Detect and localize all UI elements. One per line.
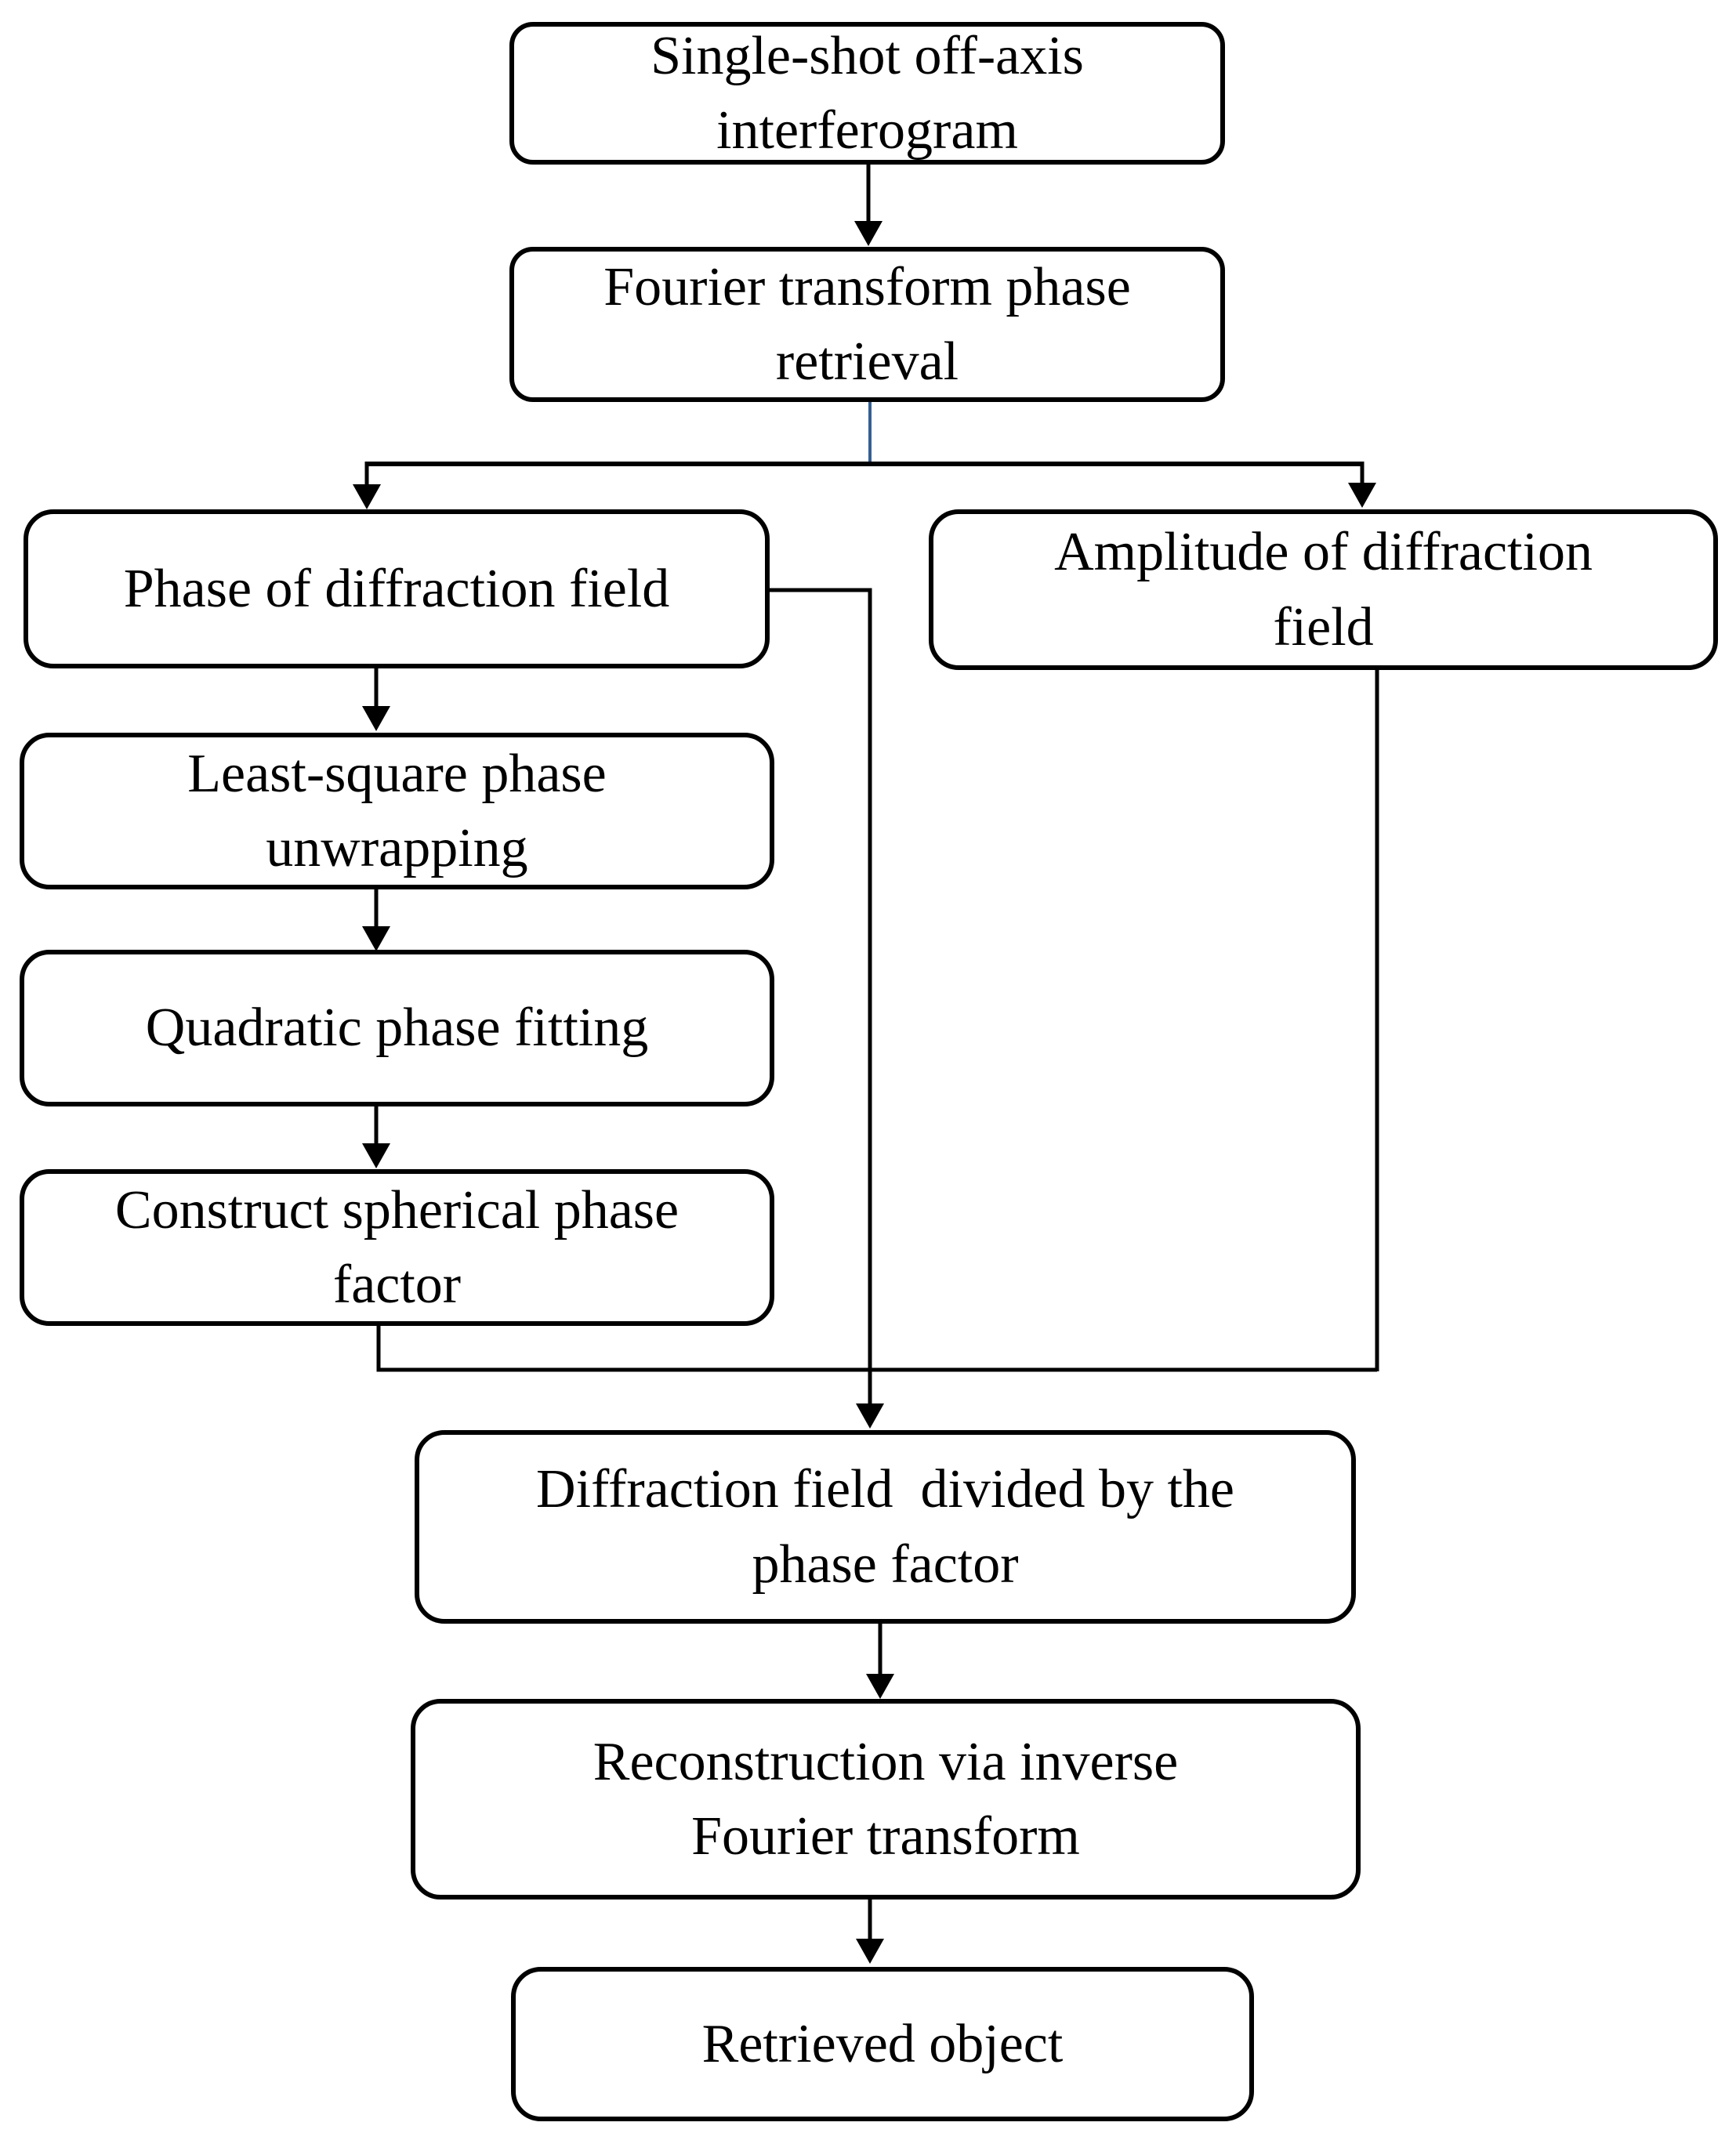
node-label: Least-square phase unwrapping	[187, 743, 607, 878]
arrow-phase-to-leastsquare	[362, 668, 390, 731]
node-label: Reconstruction via inverse Fourier trans…	[593, 1731, 1179, 1867]
connector-phase-to-divide	[770, 588, 884, 1429]
arrow-reconstruction-to-retrieved	[856, 1900, 884, 1964]
arrow-split-to-phase	[353, 462, 381, 509]
node-spherical-factor: Construct spherical phase factor	[20, 1169, 774, 1326]
node-label: Amplitude of diffraction field	[1054, 522, 1593, 657]
arrow-divide-to-reconstruction	[866, 1624, 894, 1699]
connector-spherical-merge	[376, 1326, 1377, 1372]
node-label: Single-shot off-axis interferogram	[651, 25, 1084, 161]
node-label: Retrieved object	[701, 2013, 1064, 2074]
node-quadratic-fitting: Quadratic phase fitting	[20, 950, 774, 1106]
node-retrieved-object: Retrieved object	[511, 1967, 1254, 2121]
node-interferogram: Single-shot off-axis interferogram	[509, 22, 1225, 165]
node-least-square: Least-square phase unwrapping	[20, 733, 774, 889]
node-phase-field: Phase of diffraction field	[24, 509, 770, 668]
node-label: Quadratic phase fitting	[145, 998, 649, 1059]
node-label: Diffraction field divided by the phase f…	[536, 1459, 1234, 1595]
arrow-split-to-amplitude	[1348, 462, 1376, 508]
node-label: Construct spherical phase factor	[114, 1179, 680, 1315]
node-label: Fourier transform phase retrieval	[603, 256, 1131, 392]
node-label: Phase of diffraction field	[123, 558, 670, 619]
arrow-quadratic-to-spherical	[362, 1106, 390, 1168]
node-ft-phase-retrieval: Fourier transform phase retrieval	[509, 247, 1225, 402]
node-divide-phase-factor: Diffraction field divided by the phase f…	[415, 1430, 1356, 1624]
node-reconstruction: Reconstruction via inverse Fourier trans…	[411, 1699, 1361, 1900]
node-amplitude-field: Amplitude of diffraction field	[929, 509, 1718, 670]
arrow-leastsquare-to-quadratic	[362, 889, 390, 951]
arrow-interferogram-to-retrieval	[854, 165, 882, 246]
